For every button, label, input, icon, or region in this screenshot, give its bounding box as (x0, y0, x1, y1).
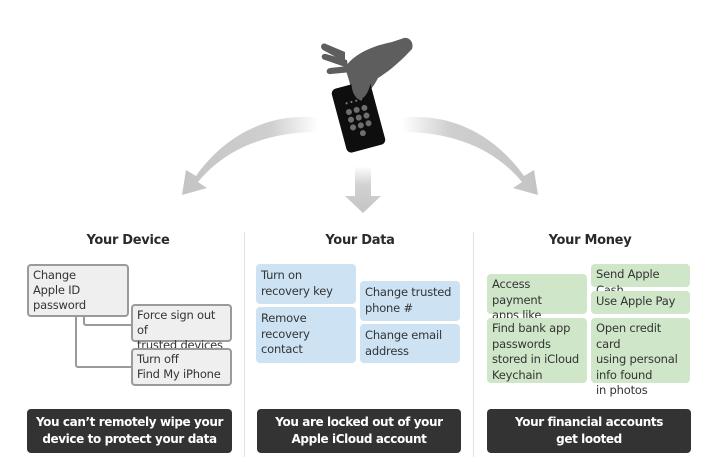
data-item-recovery-key: Turn on recovery key (256, 264, 356, 304)
device-title: Your Device (86, 233, 170, 248)
theft-illustration (182, 37, 538, 213)
device-item-force-signout: Force sign out of trusted devices (131, 304, 232, 352)
connector-line-force-signout (83, 316, 133, 326)
arrow-right-icon (402, 117, 538, 195)
data-item-remove-recovery-contact: Remove recovery contact (256, 307, 356, 363)
arrow-left-icon (182, 117, 318, 195)
money-title: Your Money (548, 233, 632, 248)
column-divider-right (473, 232, 474, 457)
thumb-icon (351, 72, 371, 100)
arrow-down-icon (345, 166, 381, 213)
money-item-find-bank-passwords: Find bank app passwords stored in iCloud… (487, 318, 587, 383)
device-consequence-banner: You can’t remotely wipe your device to p… (27, 409, 232, 453)
data-consequence-banner: You are locked out of your Apple iCloud … (257, 409, 461, 453)
money-item-access-payment-apps: Access payment apps like Venmo (487, 274, 587, 338)
money-item-use-apple-pay: Use Apple Pay (591, 291, 690, 314)
connector-line-find-my (75, 316, 133, 368)
device-item-turn-off-find-my: Turn off Find My iPhone (131, 348, 232, 386)
column-divider-left (244, 232, 245, 457)
data-title: Your Data (325, 233, 395, 248)
data-item-change-email: Change email address (360, 324, 460, 363)
phone-keypad-icon (331, 80, 386, 153)
money-consequence-banner: Your financial accounts get looted (487, 409, 691, 453)
money-item-open-credit-card: Open credit card using personal info fou… (591, 318, 690, 397)
data-item-change-trusted-phone: Change trusted phone # (360, 281, 460, 321)
device-item-change-password: Change Apple ID password (27, 264, 129, 317)
money-item-send-apple-cash: Send Apple Cash (591, 264, 690, 297)
